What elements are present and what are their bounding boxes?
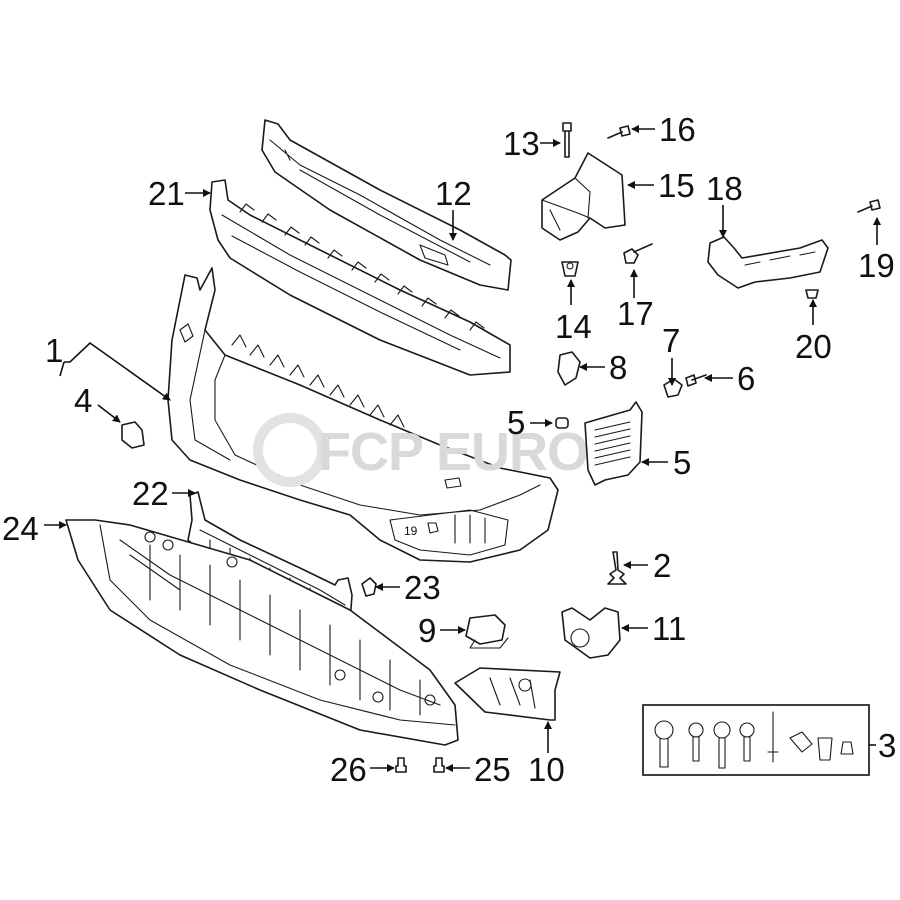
part-bolt-19[interactable] xyxy=(857,199,881,213)
part-bolt-13[interactable] xyxy=(562,122,572,158)
callout-21[interactable]: 21 xyxy=(148,175,185,212)
callout-5-clip[interactable]: 5 xyxy=(507,404,525,441)
callout-5-grille[interactable]: 5 xyxy=(673,444,691,481)
part-side-bracket[interactable] xyxy=(707,236,829,289)
callout-2[interactable]: 2 xyxy=(653,547,671,584)
callout-7[interactable]: 7 xyxy=(662,322,680,359)
callout-12[interactable]: 12 xyxy=(435,175,472,212)
watermark: FCP EURO xyxy=(253,413,589,487)
part-sensor-bracket[interactable] xyxy=(121,421,145,449)
part-bolt-25[interactable] xyxy=(433,757,445,773)
callout-11[interactable]: 11 xyxy=(652,610,686,647)
callout-18[interactable]: 18 xyxy=(706,170,743,207)
callout-24[interactable]: 24 xyxy=(2,510,39,547)
callout-22[interactable]: 22 xyxy=(132,475,169,512)
callout-19[interactable]: 19 xyxy=(858,247,895,284)
part-fog-lamp-bracket[interactable] xyxy=(561,607,621,659)
callout-6[interactable]: 6 xyxy=(737,360,755,397)
callout-10[interactable]: 10 xyxy=(528,751,565,788)
part-absorber-mount[interactable] xyxy=(541,152,626,241)
callout-13[interactable]: 13 xyxy=(503,125,540,162)
callout-25[interactable]: 25 xyxy=(474,751,511,788)
part-grille-clip[interactable] xyxy=(555,417,569,429)
callout-1[interactable]: 1 xyxy=(45,332,63,369)
callout-20[interactable]: 20 xyxy=(795,328,832,365)
bumper-stamp: 19 xyxy=(404,524,418,538)
callout-26[interactable]: 26 xyxy=(330,751,367,788)
part-lower-shield[interactable] xyxy=(65,519,459,746)
part-push-clip[interactable] xyxy=(607,551,627,585)
part-nut-7[interactable] xyxy=(663,378,683,398)
callout-23[interactable]: 23 xyxy=(404,569,441,606)
part-lower-grille-bracket[interactable] xyxy=(454,667,561,721)
callout-14[interactable]: 14 xyxy=(555,308,592,345)
callout-8[interactable]: 8 xyxy=(609,349,627,386)
part-nut-20[interactable] xyxy=(805,289,819,299)
callout-3[interactable]: 3 xyxy=(878,727,896,764)
callout-16[interactable]: 16 xyxy=(659,111,696,148)
part-screw-6[interactable] xyxy=(685,374,707,387)
callout-9[interactable]: 9 xyxy=(418,612,436,649)
part-retainer[interactable] xyxy=(557,351,581,386)
callout-15[interactable]: 15 xyxy=(658,167,695,204)
part-nut-14[interactable] xyxy=(561,261,579,277)
part-clip-23[interactable] xyxy=(361,577,377,597)
part-bolt-17[interactable] xyxy=(623,243,653,264)
leader-lines xyxy=(44,125,881,772)
part-energy-absorber[interactable] xyxy=(209,179,511,376)
watermark-text: FCP EURO xyxy=(318,422,588,482)
part-impact-bar[interactable] xyxy=(261,119,512,291)
callout-4[interactable]: 4 xyxy=(74,382,92,419)
callout-17[interactable]: 17 xyxy=(617,295,654,332)
part-bumper-cover[interactable]: 19 xyxy=(167,267,559,563)
callouts: 1 2 3 4 5 5 6 7 8 9 10 11 12 13 14 15 16… xyxy=(2,111,896,788)
part-bolt-26[interactable] xyxy=(395,757,407,773)
part-tow-hook-cover[interactable] xyxy=(465,614,509,649)
hardware-kit-box[interactable] xyxy=(642,704,870,776)
part-bolt-16[interactable] xyxy=(607,125,631,139)
part-grille-insert[interactable] xyxy=(584,401,643,486)
